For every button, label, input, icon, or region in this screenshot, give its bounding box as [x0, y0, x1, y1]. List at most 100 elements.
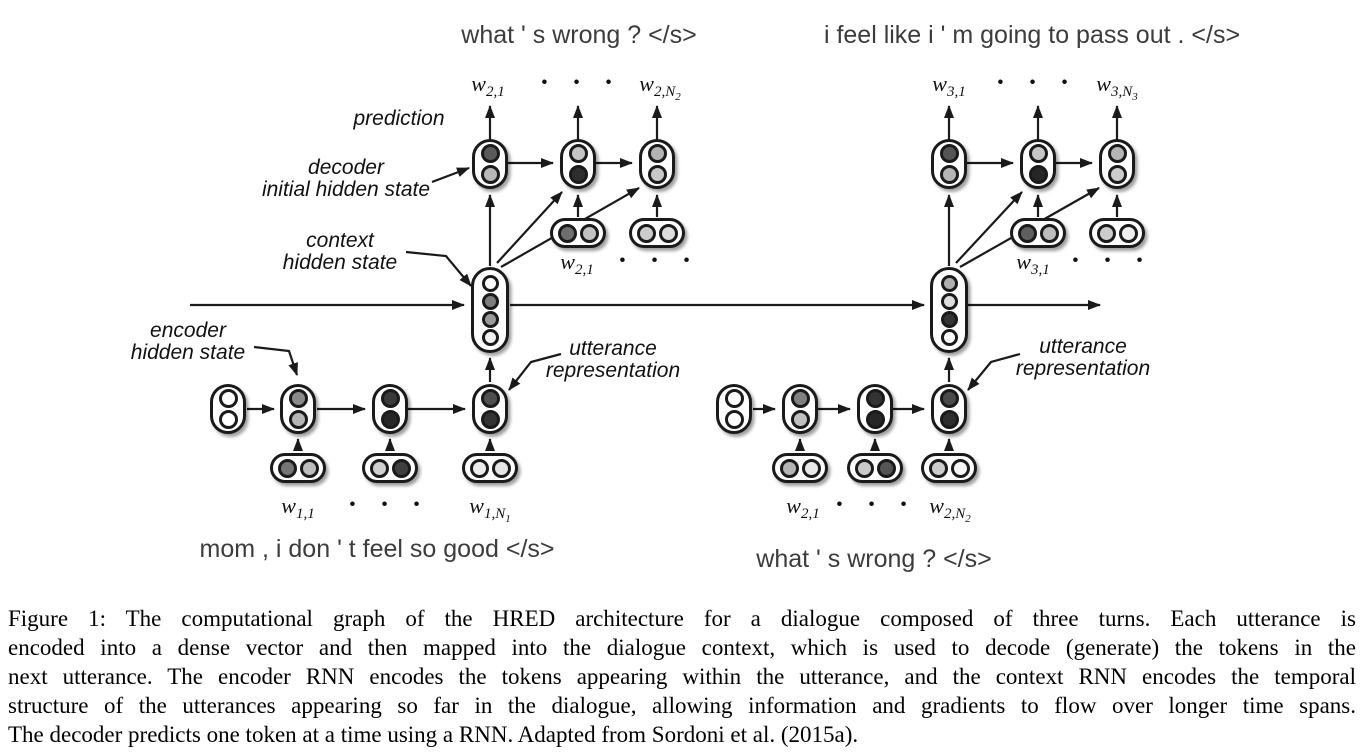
state-unit-dot	[568, 165, 588, 184]
state-unit-dot	[557, 223, 577, 243]
encoder-state-node	[716, 384, 752, 434]
state-unit-dot	[469, 458, 489, 478]
context-state-node	[471, 267, 509, 353]
state-unit-dot	[940, 310, 958, 328]
state-unit-dot	[579, 223, 599, 243]
caption-line: structure of the utterances appearing so…	[8, 693, 1356, 718]
state-unit-dot	[876, 458, 896, 478]
decoder-state-node	[472, 139, 508, 189]
state-unit-dot	[480, 144, 500, 163]
token-embedding-pill	[772, 453, 828, 483]
label-line: decoder	[308, 156, 384, 179]
token-label-w2N2-out: w2,N2	[639, 71, 681, 103]
token-embedding-pill	[270, 453, 326, 483]
token-label-w11: w1,1	[281, 493, 315, 522]
state-unit-dot	[1028, 165, 1048, 184]
state-unit-dot	[865, 410, 885, 429]
ellipsis: • • •	[997, 74, 1079, 91]
caption-line: Figure 1: The computational graph of the…	[8, 606, 1356, 631]
state-unit-dot	[481, 328, 499, 346]
label-line: encoder	[150, 319, 226, 342]
encoder-state-node	[210, 384, 246, 434]
state-unit-dot	[647, 165, 667, 184]
token-label-w21-enc: w2,1	[786, 493, 820, 522]
state-unit-dot	[939, 165, 959, 184]
state-unit-dot	[940, 292, 958, 310]
token-embedding-pill	[1089, 218, 1145, 248]
input-utterance-1: mom , i don ' t feel so good </s>	[199, 535, 555, 563]
state-unit-dot	[369, 458, 389, 478]
diagram-arrows	[190, 105, 1122, 451]
state-unit-dot	[288, 410, 308, 429]
decoder-state-node	[1099, 139, 1135, 189]
label-utterance-representation-right: utterance representation	[1016, 336, 1150, 380]
generated-utterance-3: i feel like i ' m going to pass out . </…	[823, 21, 1241, 49]
decoder-state-node	[560, 139, 596, 189]
state-unit-dot	[658, 223, 678, 243]
generated-utterance-2: what ' s wrong ? </s>	[461, 21, 697, 49]
encoder-state-node	[372, 384, 408, 434]
state-unit-dot	[218, 410, 238, 429]
context-state-node	[930, 267, 968, 353]
figure-caption: Figure 1: The computational graph of the…	[8, 604, 1356, 749]
token-embedding-pill	[462, 453, 518, 483]
state-unit-dot	[724, 410, 744, 429]
state-unit-dot	[939, 389, 959, 408]
state-unit-dot	[865, 389, 885, 408]
label-prediction: prediction	[353, 107, 445, 130]
state-unit-dot	[568, 144, 588, 163]
state-unit-dot	[939, 144, 959, 163]
caption-line: encoded into a dense vector and then map…	[8, 635, 1356, 660]
token-embedding-pill	[1010, 218, 1066, 248]
encoder-state-node	[280, 384, 316, 434]
state-unit-dot	[950, 458, 970, 478]
label-decoder-initial-hidden-state: decoder initial hidden state	[262, 157, 430, 201]
token-label-w2N2-enc: w2,N2	[929, 493, 971, 525]
state-unit-dot	[1107, 144, 1127, 163]
state-unit-dot	[277, 458, 297, 478]
label-line: representation	[1015, 357, 1151, 380]
token-label-w31-in: w3,1	[1016, 249, 1050, 278]
state-unit-dot	[1017, 223, 1037, 243]
ellipsis: • • •	[619, 252, 701, 269]
token-label-w21-in: w2,1	[560, 249, 594, 278]
state-unit-dot	[854, 458, 874, 478]
token-label-w31-out: w3,1	[932, 71, 966, 100]
state-unit-dot	[940, 274, 958, 292]
ellipsis: • • •	[1072, 252, 1154, 269]
state-unit-dot	[288, 389, 308, 408]
state-unit-dot	[1028, 144, 1048, 163]
ellipsis: • • •	[349, 496, 431, 513]
state-unit-dot	[636, 223, 656, 243]
token-embedding-pill	[847, 453, 903, 483]
token-label-w3N3-out: w3,N3	[1096, 71, 1138, 103]
state-unit-dot	[724, 389, 744, 408]
state-unit-dot	[480, 410, 500, 429]
label-utterance-representation-left: utterance representation	[546, 338, 680, 382]
ellipsis: • • •	[541, 74, 623, 91]
state-unit-dot	[801, 458, 821, 478]
token-embedding-pill	[550, 218, 606, 248]
state-unit-dot	[1039, 223, 1059, 243]
caption-line: next utterance. The encoder RNN encodes …	[8, 664, 1356, 689]
state-unit-dot	[928, 458, 948, 478]
state-unit-dot	[299, 458, 319, 478]
encoder-state-node	[931, 384, 967, 434]
encoder-state-node	[782, 384, 818, 434]
state-unit-dot	[491, 458, 511, 478]
decoder-state-node	[931, 139, 967, 189]
ellipsis: • • •	[836, 496, 918, 513]
token-embedding-pill	[362, 453, 418, 483]
state-unit-dot	[481, 274, 499, 292]
state-unit-dot	[380, 410, 400, 429]
label-line: hidden state	[130, 341, 246, 364]
token-label-w1N1: w1,N1	[469, 493, 511, 525]
state-unit-dot	[790, 389, 810, 408]
state-unit-dot	[790, 410, 810, 429]
state-unit-dot	[481, 310, 499, 328]
state-unit-dot	[391, 458, 411, 478]
state-unit-dot	[940, 328, 958, 346]
label-line: representation	[545, 359, 681, 382]
label-line: hidden state	[282, 251, 398, 274]
